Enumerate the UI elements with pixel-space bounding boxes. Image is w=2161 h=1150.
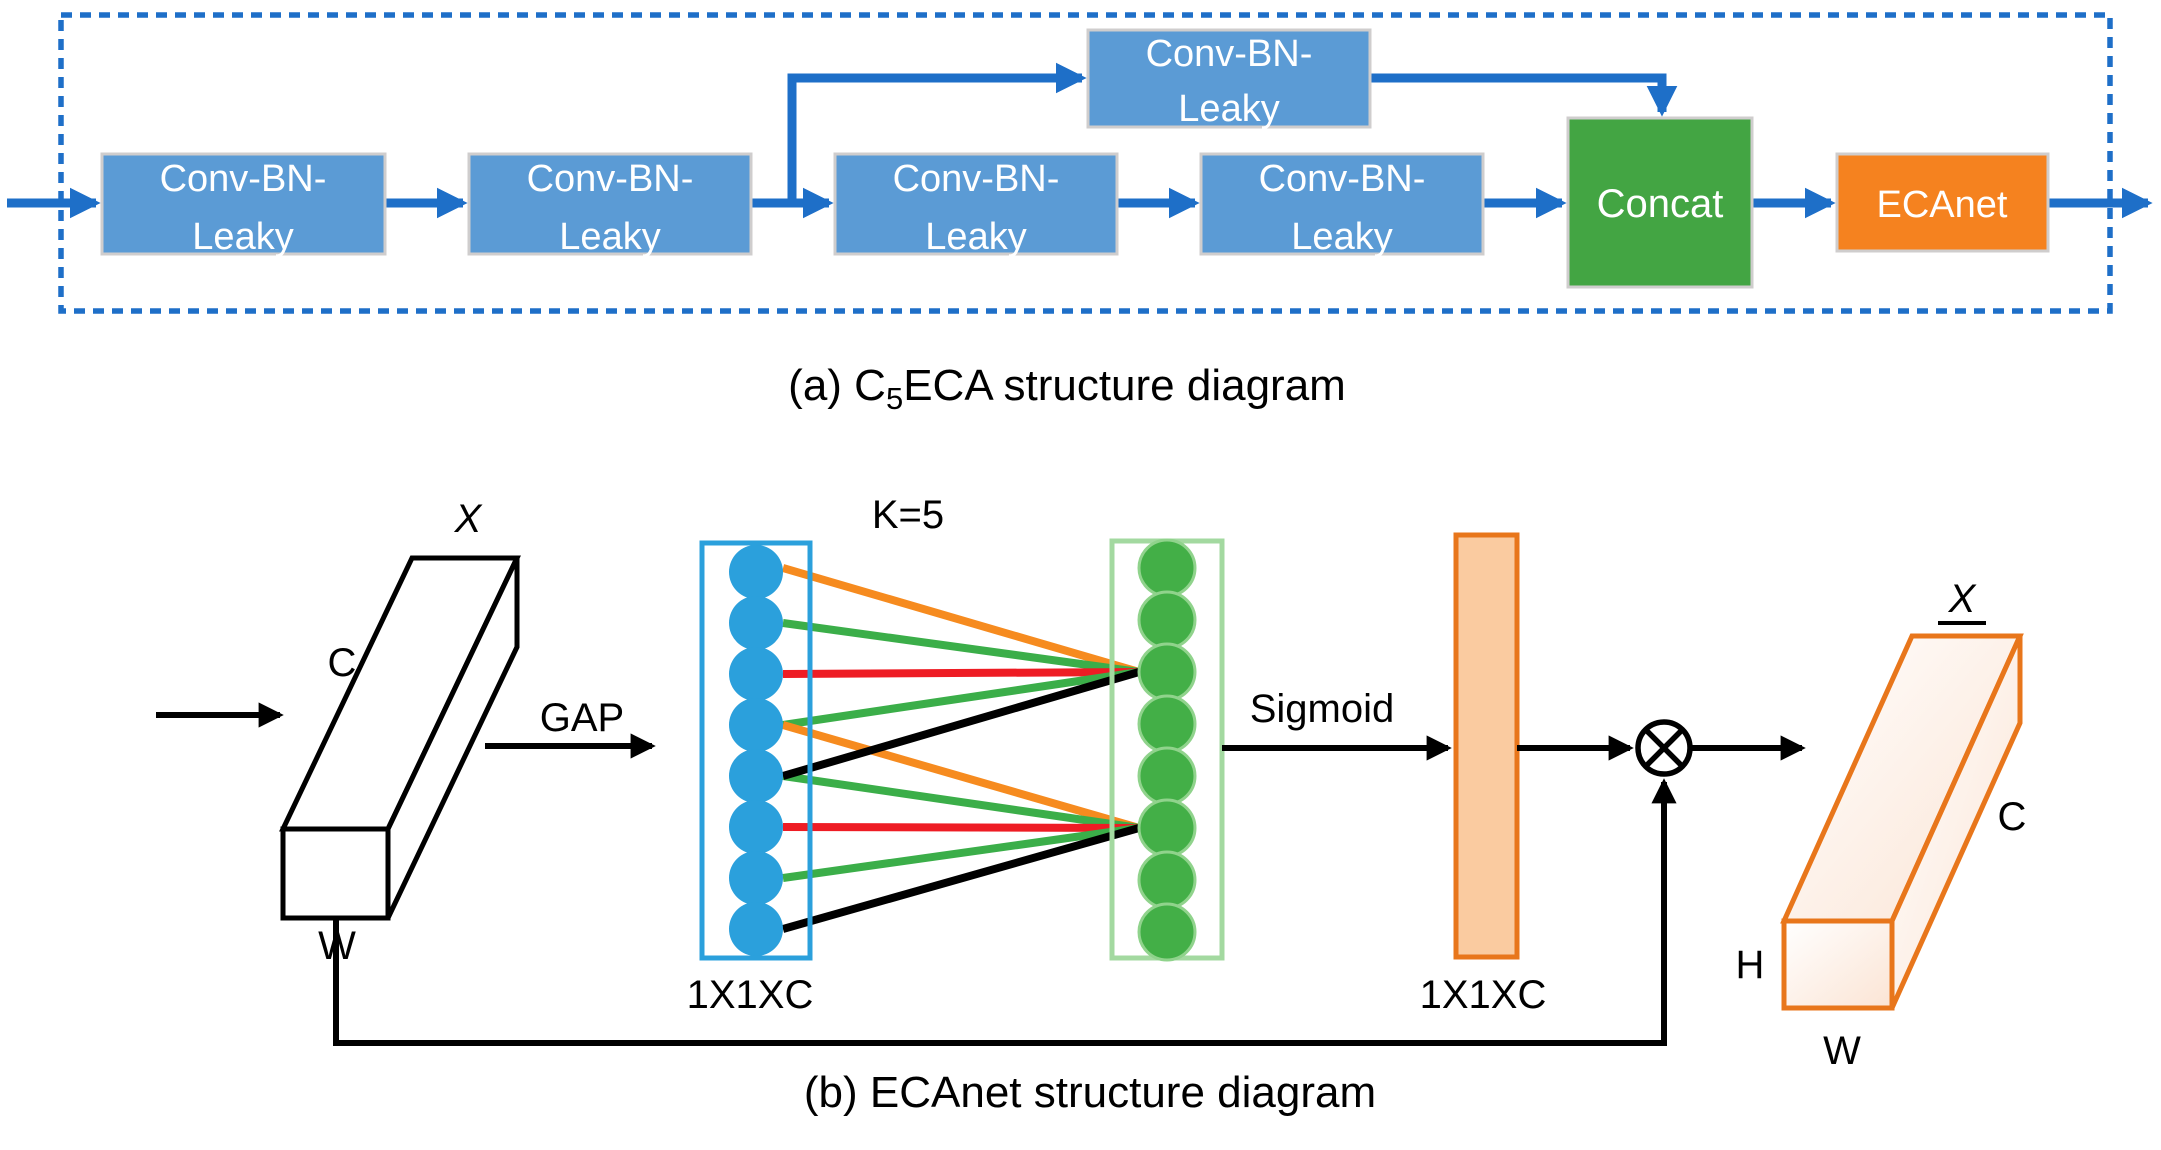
sigmoid-label: Sigmoid [1250, 687, 1395, 731]
input-tensor-name-label: X [454, 497, 483, 541]
connection-line-black [781, 668, 1141, 780]
feedback-line [333, 778, 1677, 1046]
caption-a: (a) C5ECA structure diagram [788, 361, 1346, 416]
conv-box-rect [833, 152, 1119, 256]
concat-label: Concat [1597, 182, 1724, 226]
ecanet-box: ECAnet [1835, 152, 2050, 253]
dashed-border [58, 12, 2113, 314]
blue-node [729, 698, 783, 752]
kernel-size-label: K=5 [872, 493, 944, 537]
branch-up-arrow [787, 62, 1087, 203]
gap-label: GAP [540, 696, 624, 740]
connection-line-red [782, 668, 1140, 678]
input-tensor-front-face [280, 826, 391, 921]
green-node [1137, 694, 1197, 754]
conv-bn-leaky-box-5-branch: Conv-BN-Leaky [1086, 28, 1372, 130]
blue-node [729, 800, 783, 854]
connection-line-green [782, 824, 1140, 882]
conv-bn-leaky-box-4: Conv-BN-Leaky [1199, 152, 1485, 258]
blue-node [729, 749, 783, 803]
concat-rect [1566, 116, 1754, 289]
output-tensor-box [1780, 633, 2024, 1011]
connection-line-green [782, 668, 1140, 729]
blue-node [729, 902, 783, 956]
output-tensor-front-face [1781, 918, 1895, 1011]
input-tensor-box [279, 555, 521, 921]
conv-box-label: Conv-BN-Leaky [1259, 158, 1426, 258]
input-tensor-channel-label: C [328, 641, 357, 685]
green-node [1137, 902, 1197, 962]
output-tensor-height-label: H [1736, 943, 1765, 987]
green-node [1137, 798, 1197, 858]
connection-line-orange [781, 564, 1141, 676]
green-node [1137, 590, 1197, 650]
conv-box-label: Conv-BN-Leaky [893, 158, 1060, 258]
gap-vector-dim-label: 1X1XC [687, 973, 814, 1017]
blue-node [729, 647, 783, 701]
blue-node [729, 851, 783, 905]
connection-line-orange [781, 721, 1141, 832]
conv-box-label: Conv-BN-Leaky [160, 158, 327, 258]
ecanet-rect [1835, 152, 2050, 253]
ecanet-structure: X C W GAP K=5 [156, 493, 2026, 1117]
multiply-cross [1644, 728, 1684, 768]
gap-vector [699, 540, 813, 961]
conv-bn-leaky-box-2: Conv-BN-Leaky [467, 152, 753, 258]
conv-box-rect [1086, 28, 1372, 129]
connection-line-green [782, 772, 1140, 832]
connection-line-red [782, 823, 1140, 832]
weight-vector [1453, 532, 1520, 960]
branch-to-concat-arrow [1370, 73, 1678, 117]
green-node [1137, 642, 1197, 702]
green-node [1137, 850, 1197, 910]
conv-bn-leaky-box-1: Conv-BN-Leaky [100, 152, 387, 258]
output-tensor-name-label: X [1948, 577, 1977, 621]
conv-box-rect [1199, 152, 1485, 256]
gap-vector-frame [699, 540, 813, 961]
conv1d-connections [781, 564, 1141, 933]
concat-box: Concat [1566, 116, 1754, 289]
c5eca-structure: Conv-BN-Leaky Conv-BN-Leaky Conv-BN-Leak… [7, 12, 2153, 416]
conv-box-label: Conv-BN-Leaky [1146, 33, 1313, 130]
green-node [1137, 746, 1197, 806]
ecanet-label: ECAnet [1877, 184, 2008, 226]
blue-node [729, 596, 783, 650]
attention-vector [1109, 538, 1225, 962]
connection-line-black [781, 824, 1141, 933]
connection-line-green [782, 619, 1140, 676]
conv-bn-leaky-box-3: Conv-BN-Leaky [833, 152, 1119, 258]
output-tensor-width-label: W [1823, 1029, 1861, 1073]
conv-box-rect [467, 152, 753, 256]
green-node [1137, 538, 1197, 598]
weight-vector-dim-label: 1X1XC [1420, 973, 1547, 1017]
conv-box-label: Conv-BN-Leaky [527, 158, 694, 258]
caption-b: (b) ECAnet structure diagram [804, 1068, 1376, 1117]
output-tensor-channel-label: C [1998, 795, 2027, 839]
conv-box-rect [100, 152, 387, 256]
multiply-icon [1635, 719, 1693, 777]
blue-node [729, 545, 783, 599]
